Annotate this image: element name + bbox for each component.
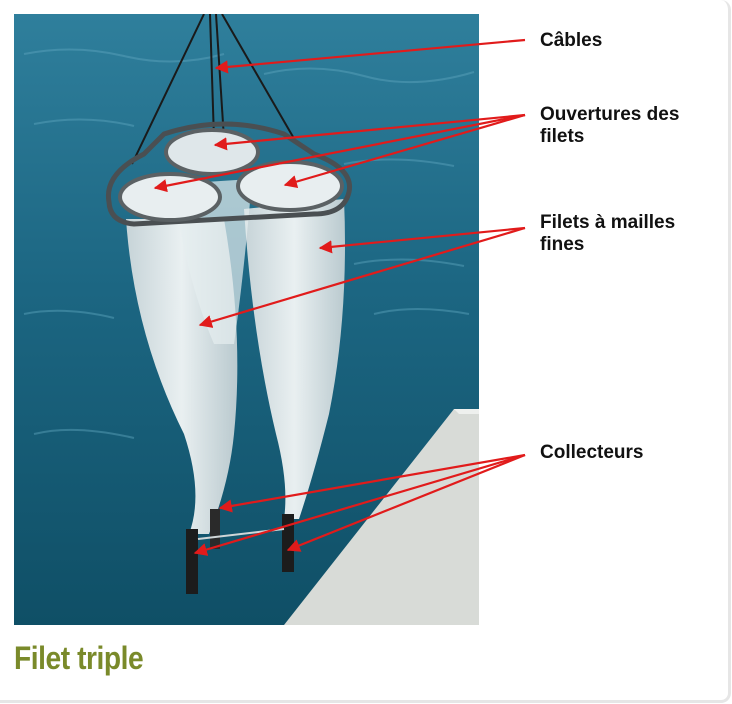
dock-slab bbox=[284, 409, 479, 625]
collector-middle bbox=[210, 509, 220, 549]
arrow-opening-2 bbox=[153, 113, 526, 193]
arrow-cables bbox=[214, 38, 526, 74]
arrow-mesh-2 bbox=[198, 226, 526, 328]
cables bbox=[131, 14, 297, 165]
ring-left bbox=[118, 172, 222, 222]
net-right bbox=[244, 199, 345, 519]
figure-caption: Filet triple bbox=[14, 640, 144, 676]
arrow-collector-1 bbox=[218, 453, 526, 513]
photo-illustration bbox=[14, 14, 479, 625]
triple-net-photo bbox=[14, 14, 479, 625]
dock-edge bbox=[454, 409, 479, 414]
ring-top bbox=[164, 128, 260, 176]
arrow-opening-1 bbox=[213, 113, 526, 151]
arrow-collector-3 bbox=[286, 453, 526, 552]
water-ripples bbox=[23, 48, 475, 439]
arrow-collector-2 bbox=[193, 453, 526, 556]
net-frame bbox=[105, 121, 353, 227]
arrow-mesh-1 bbox=[318, 226, 526, 254]
arrow-opening-3 bbox=[283, 113, 526, 189]
